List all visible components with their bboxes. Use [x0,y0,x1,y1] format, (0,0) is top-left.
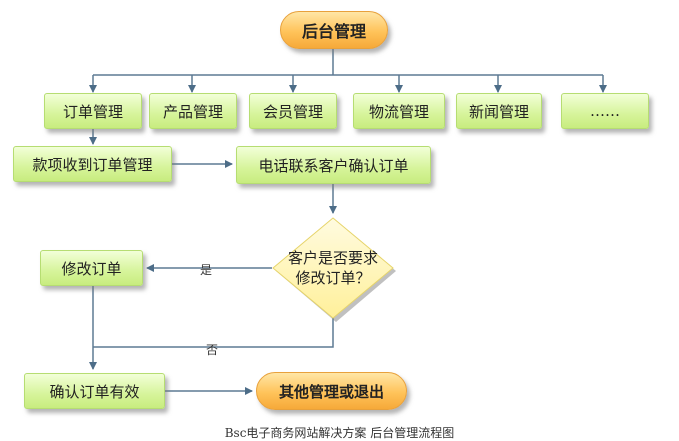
module-products: 产品管理 [149,93,237,129]
module-members: 会员管理 [249,93,337,129]
caption: Bsc电子商务网站解决方案 后台管理流程图 [224,426,455,440]
process-lines [89,129,337,395]
step-modify-order: 修改订单 [40,250,143,286]
step-phone-confirm: 电话联系客户确认订单 [236,146,431,184]
decision-line-1: 客户是否要求 [287,249,378,267]
no-label: 否 [206,343,219,357]
module-logistics: 物流管理 [353,93,445,129]
step-confirm-valid: 确认订单有效 [24,373,165,409]
module-orders: 订单管理 [44,93,142,129]
module-more: …… [561,93,649,129]
yes-label: 是 [200,263,213,277]
decision-text: 客户是否要求 修改订单？ [273,248,393,288]
root-node-admin: 后台管理 [280,11,388,49]
module-news: 新闻管理 [456,93,542,129]
end-node: 其他管理或退出 [256,372,407,410]
no-branch-line [93,318,334,348]
step-payment-received: 款项收到订单管理 [13,146,172,182]
decision-diamond [272,217,396,322]
hierarchy-lines [89,48,607,93]
decision-line-2: 修改订单？ [295,269,371,287]
